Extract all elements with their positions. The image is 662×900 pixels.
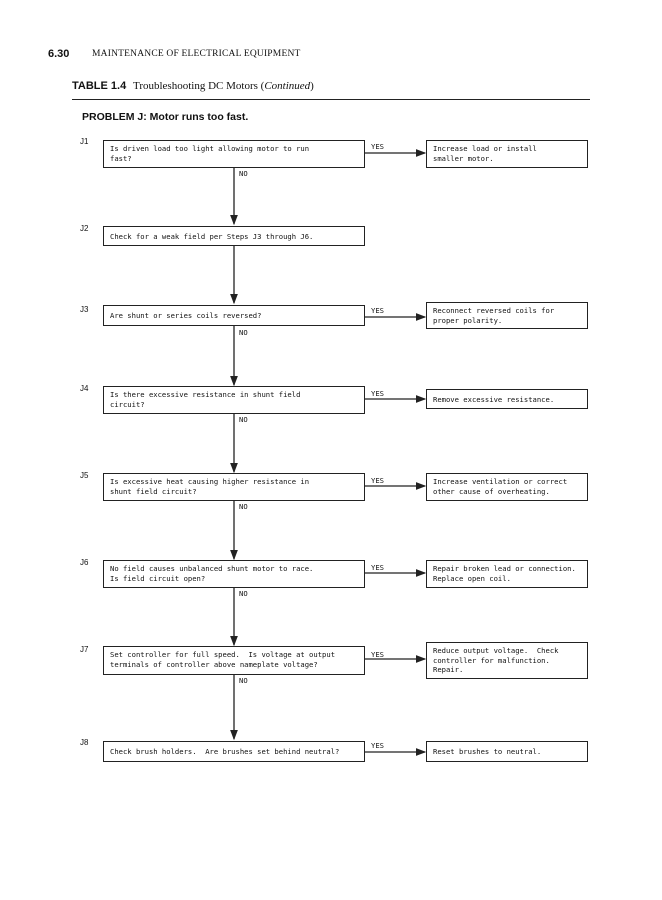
- table-title-italic: Continued: [264, 80, 311, 92]
- yes-label-j1: YES: [371, 142, 384, 151]
- step-id-j1: J1: [80, 137, 89, 146]
- step-id-j2: J2: [80, 224, 89, 233]
- question-box-j3: Are shunt or series coils reversed?: [103, 305, 365, 326]
- step-id-j8: J8: [80, 738, 89, 747]
- no-label-j4: NO: [239, 415, 248, 424]
- yes-label-j7: YES: [371, 650, 384, 659]
- question-box-j8: Check brush holders. Are brushes set beh…: [103, 741, 365, 762]
- action-box-j8: Reset brushes to neutral.: [426, 741, 588, 762]
- question-box-j4: Is there excessive resistance in shunt f…: [103, 386, 365, 414]
- no-label-j6: NO: [239, 589, 248, 598]
- yes-label-j5: YES: [371, 476, 384, 485]
- yes-label-j6: YES: [371, 563, 384, 572]
- header-rule: [72, 99, 590, 100]
- yes-label-j8: YES: [371, 741, 384, 750]
- no-label-j1: NO: [239, 169, 248, 178]
- no-label-j5: NO: [239, 502, 248, 511]
- action-box-j5: Increase ventilation or correct other ca…: [426, 473, 588, 501]
- question-box-j6: No field causes unbalanced shunt motor t…: [103, 560, 365, 588]
- action-box-j4: Remove excessive resistance.: [426, 389, 588, 409]
- table-title: Troubleshooting DC Motors (Continued): [133, 80, 314, 92]
- step-id-j5: J5: [80, 471, 89, 480]
- table-label: TABLE 1.4: [72, 80, 127, 92]
- no-label-j3: NO: [239, 328, 248, 337]
- step-id-j6: J6: [80, 558, 89, 567]
- step-id-j3: J3: [80, 305, 89, 314]
- question-box-j1: Is driven load too light allowing motor …: [103, 140, 365, 168]
- step-id-j7: J7: [80, 645, 89, 654]
- question-box-j5: Is excessive heat causing higher resista…: [103, 473, 365, 501]
- table-title-close: ): [310, 80, 314, 92]
- action-box-j7: Reduce output voltage. Check controller …: [426, 642, 588, 679]
- question-box-j7: Set controller for full speed. Is voltag…: [103, 646, 365, 675]
- problem-heading: PROBLEM J: Motor runs too fast.: [82, 111, 249, 123]
- question-box-j2: Check for a weak field per Steps J3 thro…: [103, 226, 365, 246]
- table-title-text: Troubleshooting DC Motors (: [133, 80, 265, 92]
- page-number: 6.30: [48, 48, 70, 60]
- yes-label-j4: YES: [371, 389, 384, 398]
- action-box-j1: Increase load or install smaller motor.: [426, 140, 588, 168]
- step-id-j4: J4: [80, 384, 89, 393]
- action-box-j6: Repair broken lead or connection. Replac…: [426, 560, 588, 588]
- no-label-j7: NO: [239, 676, 248, 685]
- yes-label-j3: YES: [371, 306, 384, 315]
- action-box-j3: Reconnect reversed coils for proper pola…: [426, 302, 588, 329]
- running-header: MAINTENANCE OF ELECTRICAL EQUIPMENT: [92, 49, 301, 59]
